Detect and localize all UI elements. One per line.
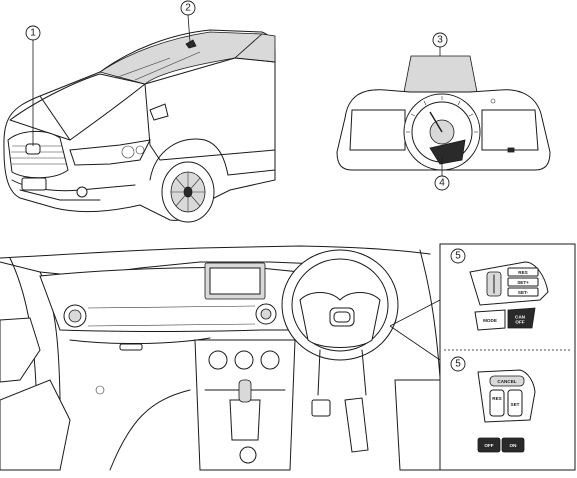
callout-2-number: 2 (185, 3, 191, 14)
on-button-label: ON (510, 443, 518, 448)
res-label-upper: RES (518, 270, 527, 275)
steering-switch-panel-lower: CANCEL RES SET OFF ON (477, 369, 536, 453)
callout-5b: 5 (450, 356, 466, 372)
cancel-button-label: CANCEL (497, 379, 516, 384)
set-plus-label: SET+ (517, 280, 529, 285)
callout-1: 1 (25, 25, 41, 146)
callout-3-number: 3 (437, 35, 443, 46)
callout-1-number: 1 (30, 28, 36, 39)
set-minus-label: SET- (518, 290, 529, 295)
callout-4: 4 (434, 157, 450, 191)
callout-4-number: 4 (439, 178, 445, 189)
res-label-lower: RES (492, 396, 501, 401)
car-front-view-illustration (3, 29, 276, 223)
callout-3: 3 (432, 32, 448, 56)
instrument-cluster-illustration (336, 55, 551, 171)
callout-2: 2 (180, 0, 196, 43)
callout-5a: 5 (450, 248, 466, 264)
off-button-label: OFF (484, 443, 493, 448)
mode-button-label: MODE (483, 318, 497, 323)
callout-5b-number: 5 (455, 359, 461, 370)
callout-5a-number: 5 (455, 251, 461, 262)
dashboard-interior-illustration (0, 245, 446, 471)
set-label-lower: SET (511, 402, 520, 407)
